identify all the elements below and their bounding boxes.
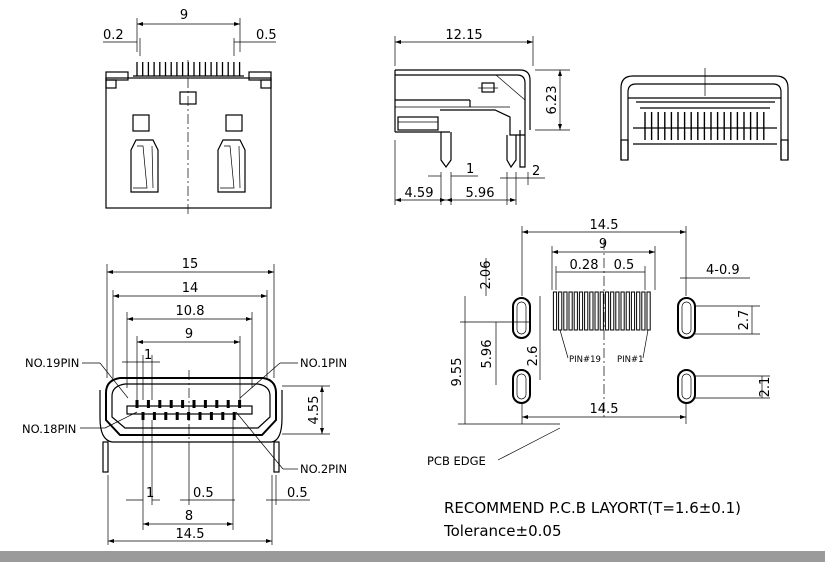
- pcb-pad-pitch: 0.5: [614, 258, 635, 273]
- pcb-row-offset: 5.96: [480, 340, 495, 369]
- front-pin-upper: [192, 400, 196, 408]
- front-pin-lower: [232, 412, 236, 420]
- front-pin-lower: [198, 412, 202, 420]
- pcb-pad: [636, 291, 641, 331]
- pcb-slot-label: 4-0.9: [706, 263, 740, 278]
- front-pin-lower: [187, 412, 191, 420]
- pcb-pad: [610, 291, 615, 331]
- pcb-pin1-label: PIN#1: [617, 355, 644, 365]
- front-view: 15 14 10.8 9 1 NO.19PIN NO.1PIN NO.1: [22, 257, 347, 545]
- pcb-pad: [552, 291, 558, 331]
- front-pin-row-width: 8: [185, 509, 193, 524]
- pcb-pad: [558, 291, 563, 331]
- side-view: 12.15 6.23 1 2: [394, 28, 570, 205]
- pcb-slot-height: 2.7: [737, 310, 752, 331]
- front-pin-upper: [158, 400, 162, 408]
- rear-pin-row: [644, 112, 765, 140]
- front-overall-width: 14.5: [176, 527, 205, 542]
- front-pin-upper: [181, 400, 185, 408]
- pcb-layout: 14.5 9 0.28 0.5 4-0.9 2.06 2: [427, 218, 773, 468]
- pcb-overall-height: 9.55: [450, 358, 465, 387]
- top-left-dim: 0.2: [103, 28, 124, 43]
- front-pin-upper: [226, 400, 230, 408]
- front-pin-upper: [146, 400, 150, 408]
- pcb-lower-slot-height: 2.1: [758, 377, 773, 398]
- side-pin2-dim: 2: [532, 164, 540, 179]
- front-pin-row: [135, 400, 242, 420]
- front-pin1-label: NO.1PIN: [300, 356, 347, 370]
- recommend-note: RECOMMEND P.C.B LAYORT(T=1.6±0.1): [444, 499, 741, 517]
- front-pin-upper: [135, 400, 139, 408]
- front-pitch-dim: 0.5: [193, 486, 214, 501]
- front-pin-lower: [209, 412, 213, 420]
- pcb-pad: [620, 291, 625, 331]
- pcb-pad-width: 0.28: [570, 258, 599, 273]
- side-height-dim: 6.23: [545, 86, 560, 115]
- front-pin18-label: NO.18PIN: [22, 422, 76, 436]
- pcb-pad: [578, 291, 584, 331]
- pcb-pad: [563, 291, 568, 331]
- side-length-dim: 12.15: [445, 28, 482, 43]
- pcb-top-offset: 2.06: [479, 261, 494, 290]
- front-height-dim: 4.55: [307, 396, 322, 425]
- front-pin-lower: [141, 412, 145, 420]
- pcb-pad: [589, 291, 594, 331]
- top-pin-comb: [136, 62, 241, 76]
- pcb-pad: [568, 291, 573, 331]
- pcb-pad-length: 2.6: [526, 346, 541, 367]
- front-pin-upper: [238, 400, 242, 408]
- pcb-pad: [584, 291, 589, 331]
- pcb-edge-label: PCB EDGE: [427, 454, 486, 468]
- side-pin-width-dim: 1: [466, 162, 474, 177]
- top-width-dim: 9: [180, 8, 188, 23]
- top-right-dim: 0.5: [256, 28, 277, 43]
- tolerance-note: Tolerance±0.05: [443, 522, 562, 540]
- front-bottom-gap: 1: [146, 486, 154, 501]
- front-pin-gap: 1: [144, 348, 152, 363]
- side-offset-a-dim: 4.59: [405, 186, 434, 201]
- pcb-pad: [594, 291, 599, 331]
- front-pin-lower: [152, 412, 156, 420]
- top-view: 9 0.2 0.5: [103, 8, 277, 214]
- front-pin2-label: NO.2PIN: [300, 462, 347, 476]
- pcb-top-width: 14.5: [590, 218, 619, 233]
- pcb-pad: [625, 291, 630, 331]
- front-pin-lower: [175, 412, 179, 420]
- front-pin-lower: [164, 412, 168, 420]
- pcb-pin19-label: PIN#19: [569, 355, 601, 365]
- pcb-pad: [615, 291, 620, 331]
- front-opening-width: 10.8: [176, 304, 205, 319]
- bottom-border-bar: [0, 551, 825, 562]
- front-pin-lower: [221, 412, 225, 420]
- front-pin19-label: NO.19PIN: [25, 356, 79, 370]
- pcb-pad: [641, 291, 646, 331]
- rear-view: [620, 68, 789, 161]
- front-pin-upper: [215, 400, 219, 408]
- pcb-pad: [646, 291, 651, 331]
- pcb-bottom-width: 14.5: [590, 402, 619, 417]
- front-body-width: 14: [182, 281, 199, 296]
- pcb-pad: [573, 291, 578, 331]
- pcb-pad: [604, 291, 610, 331]
- front-pad-dim: 0.5: [287, 486, 308, 501]
- front-pin-span: 9: [185, 327, 193, 342]
- pcb-pad-row: [552, 291, 651, 331]
- side-offset-b-dim: 5.96: [466, 186, 495, 201]
- front-pin-upper: [203, 400, 207, 408]
- pcb-pad: [599, 291, 604, 331]
- pcb-pad-span: 9: [599, 237, 607, 252]
- pcb-pad: [630, 291, 636, 331]
- front-pin-upper: [169, 400, 173, 408]
- front-outer-width: 15: [182, 257, 199, 272]
